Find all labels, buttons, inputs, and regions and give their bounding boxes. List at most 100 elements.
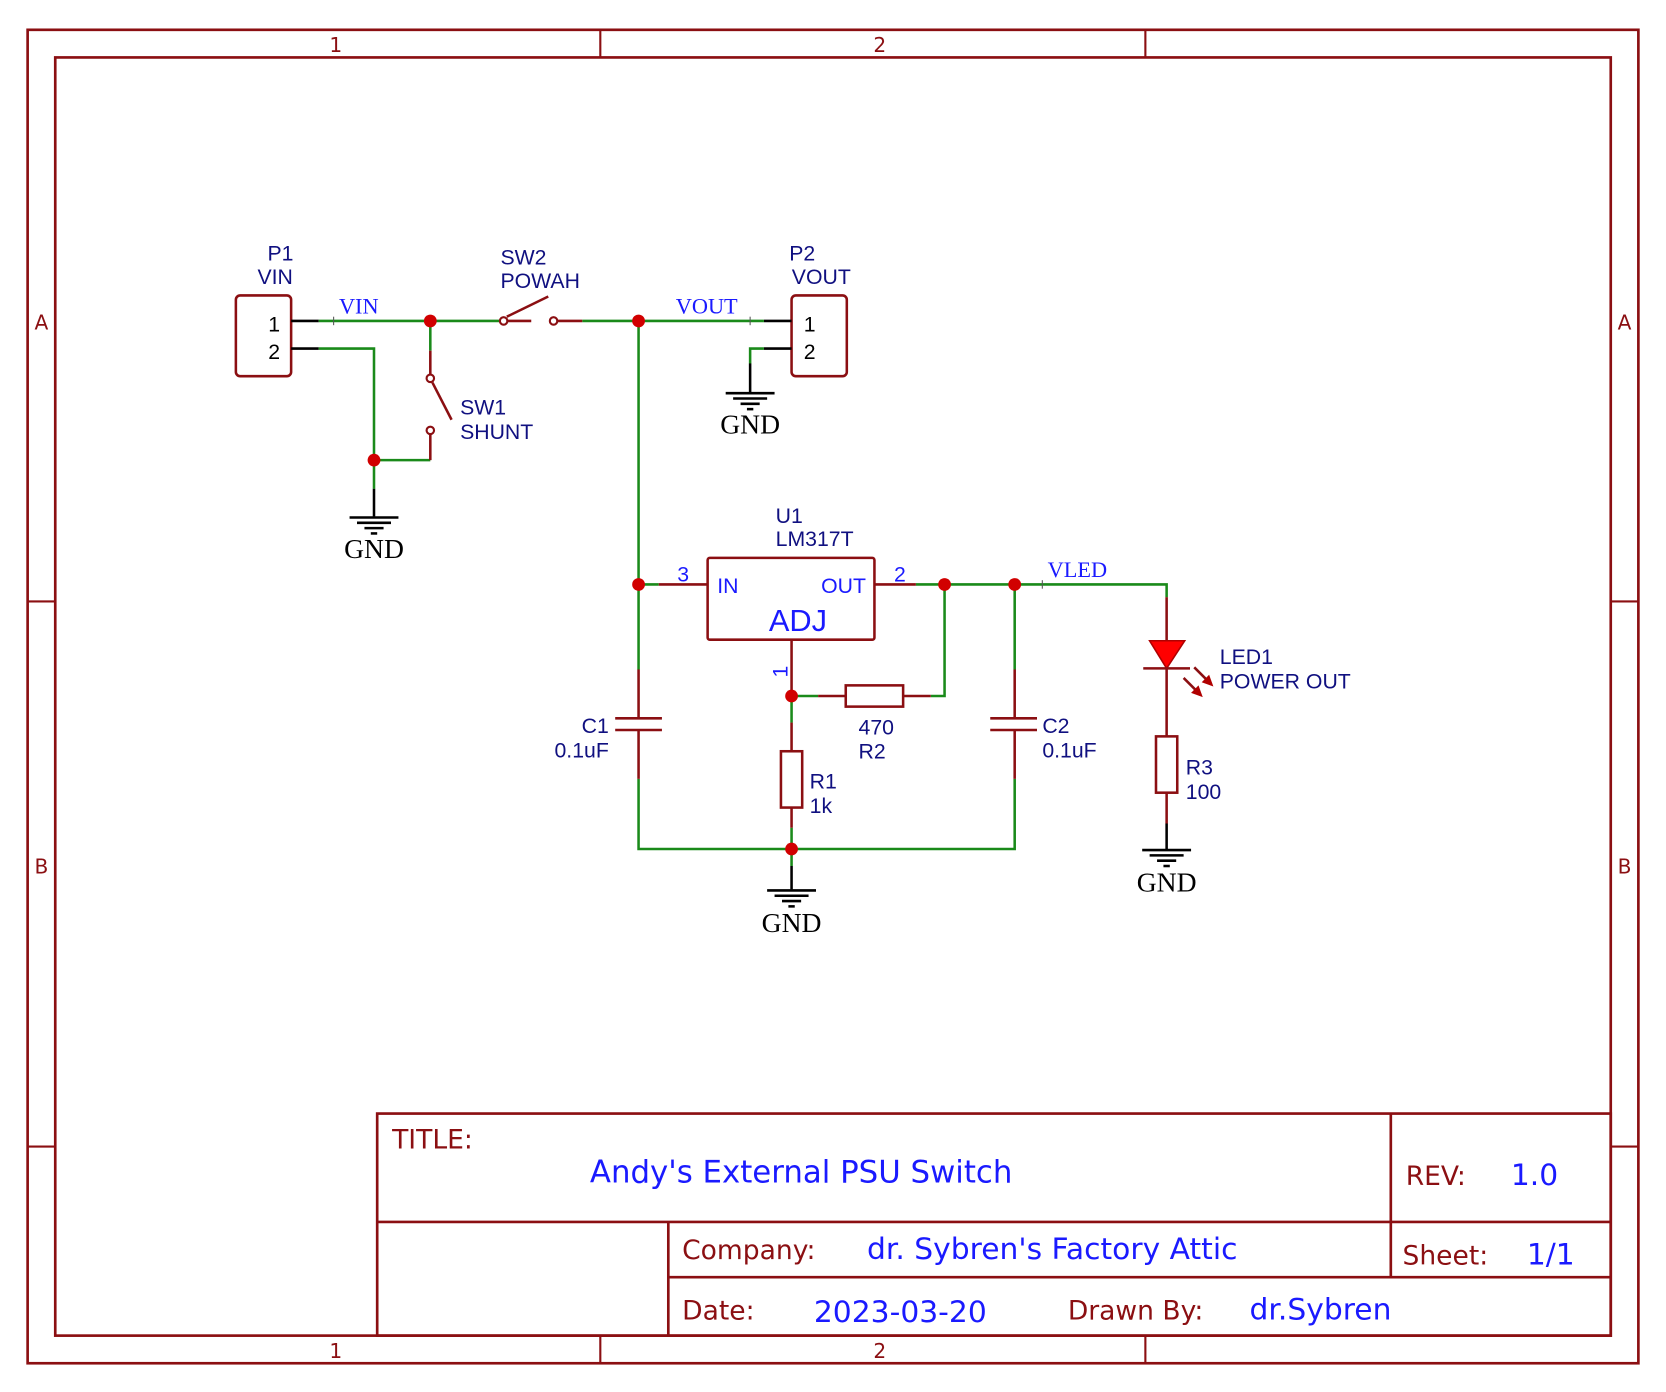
component-value: 0.1uF [554,739,608,763]
drawn-by-key: Drawn By: [1068,1296,1204,1327]
component-value: POWER OUT [1220,670,1351,694]
junctions [367,314,1022,856]
component-value: 0.1uF [1042,739,1096,763]
junction-dot [367,453,381,467]
ground-label: GND [720,409,780,440]
row-label: A [35,310,49,334]
column-label: 2 [873,1339,886,1363]
company-value: dr. Sybren's Factory Attic [867,1232,1237,1267]
component-ref: SW1 [460,395,506,419]
junction-dot [632,578,645,591]
ground-symbol: GND [344,488,404,564]
switch-contact [498,316,509,326]
sheet-value: 1/1 [1527,1237,1575,1272]
rev-key: REV: [1406,1161,1466,1192]
connector-body [234,294,293,378]
title-key: TITLE: [391,1125,473,1156]
row-label: A [1618,310,1632,334]
outer-border [26,28,1640,1365]
switch-contact [425,425,436,436]
sheet-key: Sheet: [1403,1240,1489,1271]
switch-sw1[interactable]: SW1 SHUNT [425,350,534,461]
junction-dot [938,578,951,591]
connector-p2[interactable]: 1 2 P2 VOUT [763,241,851,378]
wire-gnd-bus [637,778,1016,851]
pin-number: 3 [677,562,689,586]
net-label-vout: VOUT [676,294,738,319]
ground-symbol: GND [720,363,780,440]
column-label: 2 [873,33,886,57]
ic-name: ADJ [769,603,827,638]
connector-body [790,294,849,378]
net-label-vled: VLED [1048,557,1107,582]
title-block-border [375,1112,1613,1337]
ground-label: GND [762,907,822,938]
junction-dot [1008,578,1022,591]
company-key: Company: [682,1235,815,1266]
resistor-body [1154,735,1179,794]
light-emission-icon [1182,666,1214,698]
date-key: Date: [682,1296,754,1327]
rev-value: 1.0 [1511,1158,1558,1193]
pin-label-in: IN [717,574,738,598]
junction-dot [632,314,645,328]
component-ref: P2 [789,241,815,265]
capacitor-c2[interactable]: C2 0.1uF [990,669,1097,779]
wire-p2-gnd [748,347,764,364]
row-label: B [1618,854,1632,878]
component-value: 100 [1186,780,1221,804]
component-ref: R3 [1186,756,1213,780]
led-led1[interactable]: LED1 POWER OUT [1143,597,1351,737]
component-ref: C1 [582,714,609,738]
date-value: 2023-03-20 [814,1295,987,1330]
pin-number: 2 [268,340,280,364]
wire-r2-out [930,584,946,698]
ground-symbol: GND [1137,823,1197,898]
connector-p1[interactable]: 1 2 P1 VIN [234,241,319,378]
arrowhead [1201,674,1214,687]
schematic-title: Andy's External PSU Switch [590,1155,1012,1191]
column-label: 1 [329,1339,342,1363]
resistor-r2[interactable]: 470 R2 [818,684,931,764]
component-ref: LED1 [1220,645,1273,669]
drawn-by-value: dr.Sybren [1250,1293,1392,1328]
wire-p1-gnd [318,347,376,489]
junction-dot [785,842,798,856]
arrowhead [1191,685,1203,698]
row-label: B [35,854,49,878]
switch-contact [548,316,559,326]
title-block: TITLE: Andy's External PSU Switch REV: 1… [375,1112,1613,1337]
column-label: 1 [329,33,342,57]
ground-label: GND [1137,867,1197,898]
resistor-r1[interactable]: R1 1k [779,722,837,828]
pin-number: 1 [804,313,816,337]
ground-symbol: GND [762,866,822,938]
component-ref: U1 [776,504,803,528]
switch-sw2[interactable]: SW2 POWAH [498,246,583,326]
switch-contact [425,373,436,384]
switch-lever [506,295,549,318]
regulator-u1[interactable]: IN OUT ADJ 3 2 1 U1 LM317T [658,504,916,696]
wires [318,316,1168,866]
component-ref: C2 [1042,714,1069,738]
component-value: SHUNT [460,420,533,444]
component-value: LM317T [776,527,854,551]
component-ref: P1 [268,241,294,265]
led-triangle [1148,639,1187,670]
pin-number: 2 [804,340,816,364]
component-value: VOUT [792,265,851,289]
junction-dot [785,689,798,703]
component-ref: R1 [810,769,837,793]
resistor-body [779,749,804,809]
switch-lever [431,381,453,421]
capacitor-c1[interactable]: C1 0.1uF [554,669,662,779]
pin-number: 1 [768,666,792,678]
component-ref: SW2 [500,246,546,270]
component-value: VIN [257,265,292,289]
component-ref: R2 [859,740,886,764]
resistor-r3[interactable]: R3 100 [1154,735,1221,824]
junction-dot [423,314,437,328]
net-label-vin: VIN [339,294,379,319]
pin-number: 2 [894,562,906,586]
